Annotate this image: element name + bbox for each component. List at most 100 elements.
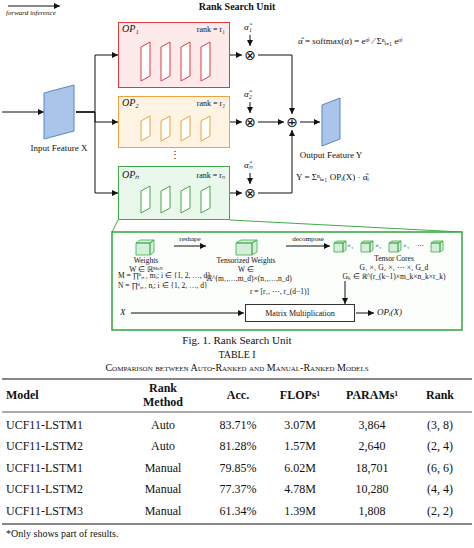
table-header: PARAMs¹ (336, 380, 408, 411)
mode-product: ×₁ (403, 242, 409, 250)
connector (345, 281, 346, 304)
rank-label: rank = r₂ (197, 99, 225, 108)
table-header: Rank (410, 380, 470, 411)
feature-label: Input Feature X (31, 143, 88, 153)
connector (76, 112, 118, 122)
tensor-part: Tensorized WeightsW ∈ ℝ^(m₁,…,m_d)×(n₁,…… (206, 238, 286, 283)
part-formula: W ∈ ℝ^(m₁,…,m_d)×(n₁,…,n_d) (206, 265, 286, 283)
part-formula: Gₖ ∈ ℝ^(r_(k−1)×m_k×n_k×r_k) (330, 272, 458, 281)
connector (230, 193, 242, 194)
table-cell: UCF11-LSTM2 (6, 437, 116, 458)
table-cell: (3, 8) (410, 415, 470, 436)
operator-symbol: ⊕ (284, 114, 300, 130)
table-cell: 10,280 (336, 480, 408, 501)
connector (174, 246, 206, 247)
detail-frame (112, 232, 462, 330)
input-arrow (2, 112, 44, 113)
zoom-line (230, 220, 462, 232)
feature-shape (42, 84, 76, 140)
table-cell: UCF11-LSTM2 (6, 480, 116, 501)
formula: Y = Σⁿᵢ₌₁ OPᵢ(X) · α̂ᵢ (296, 172, 369, 182)
table-cell: 3,864 (336, 415, 408, 436)
formula: r = [r₁, ⋯, r_(d−1)] (250, 288, 309, 297)
process-box: Matrix Multiplication (245, 304, 355, 322)
table-cell: 6.02M (268, 458, 332, 479)
connector (230, 55, 242, 56)
operator-glyph: ⊗ (242, 185, 258, 201)
table-cell: (6, 6) (410, 458, 470, 479)
operator-glyph: ⊗ (242, 114, 258, 130)
table-rule (2, 378, 472, 379)
formula: ⋮ (170, 149, 180, 161)
table-cell: Auto (133, 415, 193, 436)
feature-map: Output Feature Y (320, 97, 342, 147)
layer-slab (161, 42, 170, 81)
feature-label: Output Feature Y (300, 150, 363, 160)
forward-arrow (8, 6, 60, 7)
feature-fill (44, 85, 74, 139)
layer-slab (161, 116, 170, 141)
table-header: Model (6, 380, 116, 411)
connector (286, 246, 330, 247)
layer-slab (201, 186, 210, 213)
alpha-arrow (250, 102, 251, 113)
operator-glyph: ⊗ (242, 47, 258, 63)
layer-slab (181, 42, 190, 81)
formula: N = ∏ᵈᵢ₌₁ nᵢ; i ∈ {1, 2, …, d} (118, 282, 208, 291)
feature-shape (320, 97, 342, 147)
table-header: Rank Method (133, 380, 193, 411)
table-cell: UCF11-LSTM1 (6, 458, 116, 479)
layer-slab (141, 116, 150, 141)
operator-box: OP₁rank = r₁ (118, 22, 230, 88)
table-rule (2, 523, 472, 524)
layer-slab (201, 42, 210, 81)
layer-slab (201, 116, 210, 141)
connector (258, 130, 292, 193)
table-cell: Auto (133, 437, 193, 458)
table-header: Acc. (205, 380, 271, 411)
layer-slab (181, 186, 190, 213)
table-footnote: *Only shows part of results. (6, 528, 119, 540)
table-cell: UCF11-LSTM3 (6, 501, 116, 522)
part-name: Weights (118, 256, 174, 265)
part-formula: G₁ ×₁ G₂ ×₁ ⋯ ×₁ G_d (330, 263, 458, 272)
part-name: Tensorized Weights (206, 256, 286, 265)
table-title: Comparison between Auto-Ranked and Manua… (0, 362, 474, 374)
table-cell: 18,701 (336, 458, 408, 479)
weight-label: α̂ₙ (244, 160, 253, 170)
formula: OPᵢ(X) (377, 307, 402, 317)
connector (76, 55, 118, 112)
operator-box: OPₙrank = rₙ (118, 166, 230, 220)
operator-name: OPₙ (122, 167, 139, 181)
operator-glyph: ⊕ (284, 114, 300, 130)
table-cell: (4, 4) (410, 480, 470, 501)
table-cell: (2, 4) (410, 437, 470, 458)
operator-symbol: ⊗ (242, 114, 258, 130)
edge-label: decompose (291, 235, 325, 243)
layer-slab (141, 186, 150, 213)
table-header: FLOPs¹ (268, 380, 332, 411)
table-cell: 1.57M (268, 437, 332, 458)
direction-label: forward inference (6, 9, 56, 17)
table-cell: 1.39M (268, 501, 332, 522)
connector (258, 55, 292, 114)
out-arrow (356, 313, 374, 314)
tensor-part: WeightsW ∈ ℝᴹˣᴺ (118, 238, 174, 274)
x-arrow (131, 313, 244, 314)
table-cell: 4.78M (268, 480, 332, 501)
part-name: Tensor Cores (330, 254, 458, 263)
formula: X (120, 307, 126, 317)
table-cell: 3.07M (268, 415, 332, 436)
weight-label: α̂₂ (244, 89, 252, 99)
alpha-arrow (250, 35, 251, 46)
connector (230, 122, 242, 123)
edge-label: reshape (178, 235, 201, 243)
table-cell: 61.34% (205, 501, 271, 522)
process-label: Matrix Multiplication (265, 309, 335, 318)
table-cell: UCF11-LSTM1 (6, 415, 116, 436)
table-cell: 2,640 (336, 437, 408, 458)
operator-name: OP₂ (122, 97, 139, 108)
layer-slab (181, 116, 190, 141)
table-cell: Manual (133, 480, 193, 501)
layer-slab (141, 42, 150, 81)
